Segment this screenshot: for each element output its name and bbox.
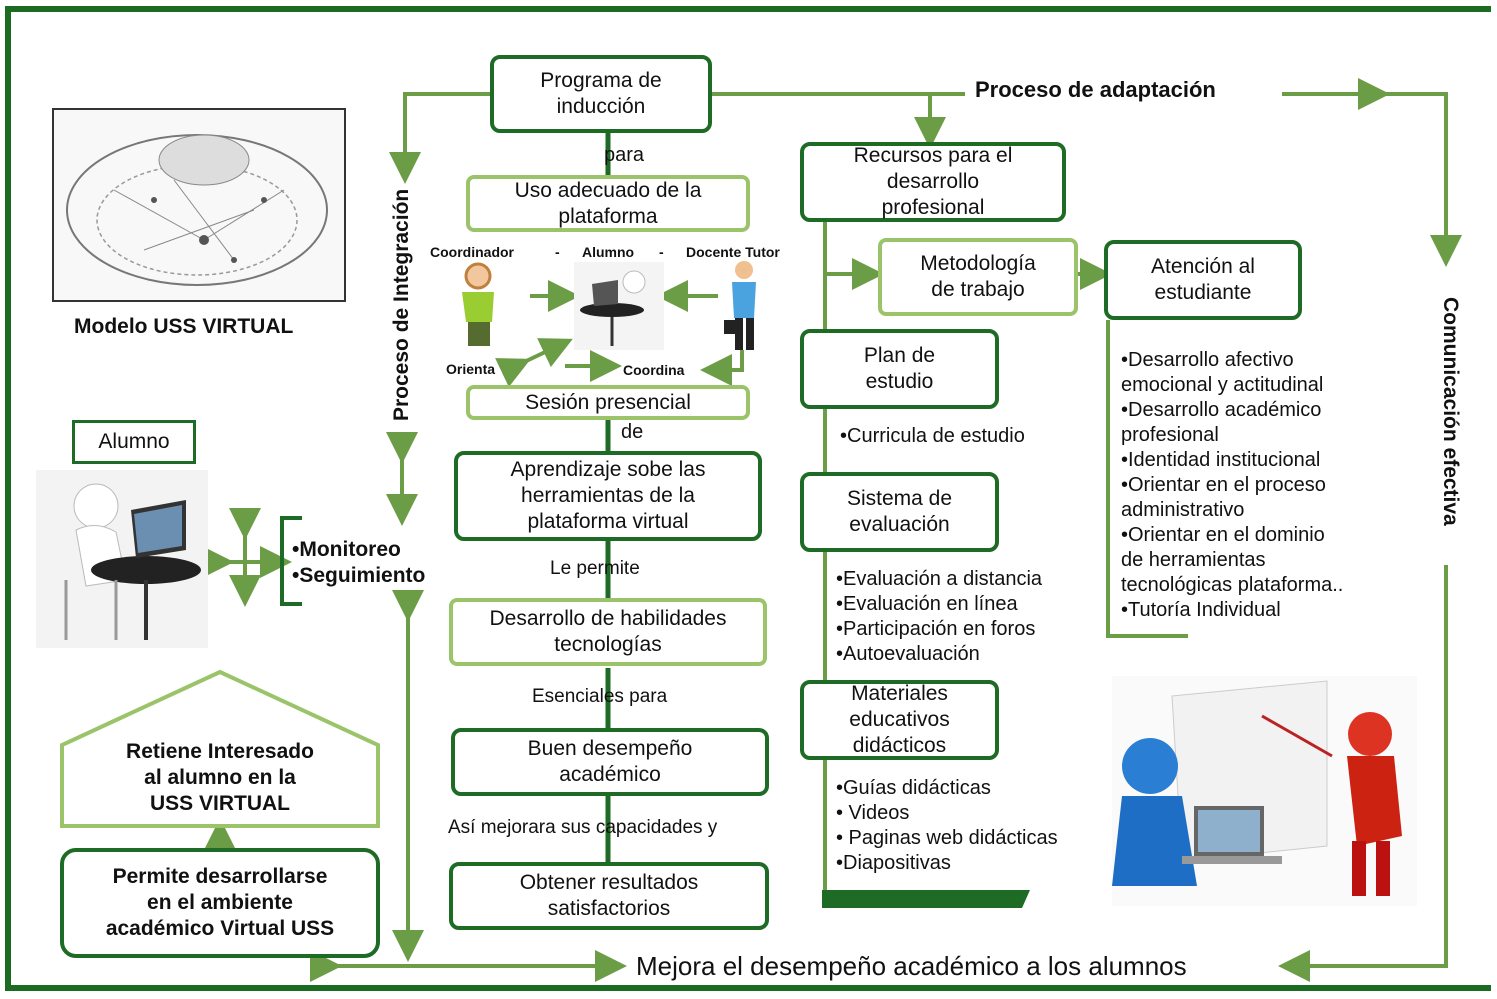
retiene-pentagon xyxy=(60,669,380,828)
modelo-label: Modelo USS VIRTUAL xyxy=(74,315,294,338)
student-small-icon xyxy=(580,270,646,346)
teacher-board-icon xyxy=(1112,680,1402,896)
atencion-bracket xyxy=(1106,320,1188,638)
student-computer-illustration xyxy=(36,470,208,648)
metodologia-box: Metodología de trabajo xyxy=(878,238,1078,316)
permite-box: Permite desarrollarse en el ambiente aca… xyxy=(60,848,380,958)
mejora-label: Mejora el desempeño académico a los alum… xyxy=(636,951,1187,981)
desarrollo-box: Desarrollo de habilidades tecnologías xyxy=(449,598,767,666)
arrow-docente-coordina xyxy=(700,350,744,386)
proceso-adaptacion-label: Proceso de adaptación xyxy=(975,77,1216,102)
coordinador-figure xyxy=(452,260,508,352)
presentation-illustration xyxy=(1112,676,1417,906)
monitoreo-label: •Monitoreo xyxy=(292,538,401,561)
de-label: de xyxy=(621,421,644,443)
atencion-box: Atención al estudiante xyxy=(1104,240,1302,320)
sistema-box: Sistema de evaluación xyxy=(800,472,999,552)
esenciales-label: Esenciales para xyxy=(532,686,668,707)
obtener-box: Obtener resultados satisfactorios xyxy=(449,862,769,930)
role-dash-2: - xyxy=(659,244,664,260)
asi-label: Así mejorara sus capacidades y xyxy=(448,817,718,838)
role-alumno: Alumno xyxy=(582,244,635,260)
recursos-bottom-arrow xyxy=(822,890,1030,908)
monitoreo-brace xyxy=(280,516,302,606)
seguimiento-label: •Seguimiento xyxy=(292,564,426,587)
recursos-box: Recursos para el desarrollo profesional xyxy=(800,142,1066,222)
docente-figure xyxy=(720,258,766,354)
role-docente: Docente Tutor xyxy=(686,244,780,260)
aprendizaje-box: Aprendizaje sobe las herramientas de la … xyxy=(454,451,762,541)
arrow-comunicacion-to-mejora xyxy=(1278,565,1448,982)
programa-box: Programa de inducción xyxy=(490,55,712,133)
arrow-orienta xyxy=(495,338,573,388)
arrow-right-down xyxy=(1385,92,1462,267)
modelo-uss-image xyxy=(52,108,346,302)
materiales-box: Materiales educativos didácticos xyxy=(800,680,999,760)
arrow-programa-left-down xyxy=(389,92,490,184)
plan-items: •Curricula de estudio xyxy=(840,425,1025,447)
le-permite-label: Le permite xyxy=(550,558,640,579)
comunicacion-label: Comunicación efectiva xyxy=(1439,297,1462,526)
sistema-items: •Evaluación a distancia •Evaluación en l… xyxy=(836,568,1043,665)
orienta-label: Orienta xyxy=(446,361,496,377)
role-dash-1: - xyxy=(555,244,560,260)
businessman-icon xyxy=(724,261,756,350)
proceso-integracion-label: Proceso de Integración xyxy=(390,188,413,421)
materiales-items: •Guías didácticas • Videos • Paginas web… xyxy=(836,777,1058,874)
woman-icon xyxy=(462,262,494,346)
coordina-label: Coordina xyxy=(623,362,685,378)
uso-box: Uso adecuado de la plataforma xyxy=(466,175,750,232)
alumno-figure xyxy=(574,262,664,350)
role-coordinador: Coordinador xyxy=(430,244,514,260)
modelo-diagram-icon xyxy=(66,134,328,286)
student-icon xyxy=(64,483,201,640)
retiene-box: Retiene Interesado al alumno en la USS V… xyxy=(126,740,314,815)
atencion-items: •Desarrollo afectivo emocional y actitud… xyxy=(1121,349,1344,621)
buen-box: Buen desempeño académico xyxy=(451,728,769,796)
outer-frame xyxy=(5,6,1491,991)
para-label: para xyxy=(604,144,645,166)
plan-box: Plan de estudio xyxy=(800,329,999,409)
alumno-box: Alumno xyxy=(72,420,196,464)
sesion-box: Sesión presencial xyxy=(466,385,750,420)
